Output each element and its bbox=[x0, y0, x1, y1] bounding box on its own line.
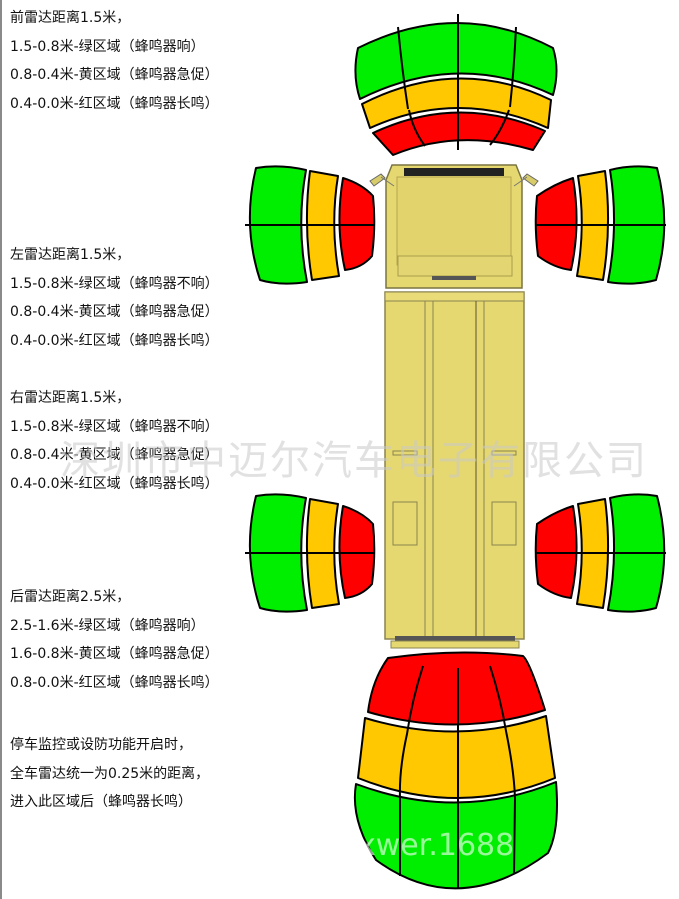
front-radar-title: 前雷达距离1.5米， bbox=[10, 10, 131, 26]
right-rear-radar-zones bbox=[534, 493, 666, 613]
right-front-radar-zones bbox=[534, 165, 666, 285]
right-radar-description: 右雷达距离1.5米， 1.5-0.8米-绿区域（蜂鸣器不响） 0.8-0.4米-… bbox=[10, 384, 219, 498]
rear-red-zone bbox=[367, 651, 546, 726]
right-red-zone-text: 0.4-0.0米-红区域（蜂鸣器长鸣） bbox=[10, 475, 219, 492]
parking-line-3: 进入此区域后（蜂鸣器长鸣） bbox=[10, 794, 192, 810]
rear-yellow-zone-text: 1.6-0.8米-黄区域（蜂鸣器急促） bbox=[10, 646, 219, 662]
rear-green-zone bbox=[353, 781, 558, 890]
rear-yellow-zone bbox=[357, 715, 556, 799]
front-radar-zones bbox=[354, 14, 558, 156]
left-rear-radar-zones bbox=[245, 493, 376, 613]
right-radar-title: 右雷达距离1.5米， bbox=[10, 390, 131, 406]
front-yellow-zone-text: 0.8-0.4米-黄区域（蜂鸣器急促） bbox=[10, 67, 219, 83]
left-radar-title: 左雷达距离1.5米， bbox=[10, 247, 131, 263]
left-front-radar-zones bbox=[245, 165, 376, 285]
front-green-zone bbox=[354, 22, 558, 100]
parking-mode-description: 停车监控或设防功能开启时， 全车雷达统一为0.25米的距离， 进入此区域后（蜂鸣… bbox=[10, 731, 209, 817]
right-mirror bbox=[522, 173, 539, 187]
rear-green-zone-text: 2.5-1.6米-绿区域（蜂鸣器响） bbox=[10, 617, 205, 634]
right-green-zone-text: 1.5-0.8米-绿区域（蜂鸣器不响） bbox=[10, 418, 219, 435]
left-border-rule bbox=[0, 0, 2, 899]
front-radar-description: 前雷达距离1.5米， 1.5-0.8米-绿区域（蜂鸣器响） 0.8-0.4米-黄… bbox=[10, 4, 219, 118]
left-mirror bbox=[369, 173, 386, 187]
rear-radar-title: 后雷达距离2.5米， bbox=[10, 589, 131, 605]
rear-red-zone-text: 0.8-0.0米-红区域（蜂鸣器长鸣） bbox=[10, 674, 219, 691]
front-red-zone-text: 0.4-0.0米-红区域（蜂鸣器长鸣） bbox=[10, 95, 219, 112]
front-yellow-zone bbox=[361, 77, 552, 129]
left-yellow-zone-text: 0.8-0.4米-黄区域（蜂鸣器急促） bbox=[10, 304, 219, 320]
truck-cargo-box bbox=[384, 291, 525, 640]
front-green-zone-text: 1.5-0.8米-绿区域（蜂鸣器响） bbox=[10, 38, 205, 55]
left-red-zone-text: 0.4-0.0米-红区域（蜂鸣器长鸣） bbox=[10, 332, 219, 349]
left-radar-description: 左雷达距离1.5米， 1.5-0.8米-绿区域（蜂鸣器不响） 0.8-0.4米-… bbox=[10, 241, 219, 355]
parking-line-1: 停车监控或设防功能开启时， bbox=[10, 737, 192, 753]
rear-radar-zones bbox=[353, 651, 558, 890]
truck-top-view bbox=[369, 164, 539, 649]
right-yellow-zone-text: 0.8-0.4米-黄区域（蜂鸣器急促） bbox=[10, 447, 219, 463]
parking-line-2: 全车雷达统一为0.25米的距离， bbox=[10, 765, 210, 782]
rear-radar-description: 后雷达距离2.5米， 2.5-1.6米-绿区域（蜂鸣器响） 1.6-0.8米-黄… bbox=[10, 583, 219, 697]
left-green-zone-text: 1.5-0.8米-绿区域（蜂鸣器不响） bbox=[10, 275, 219, 292]
